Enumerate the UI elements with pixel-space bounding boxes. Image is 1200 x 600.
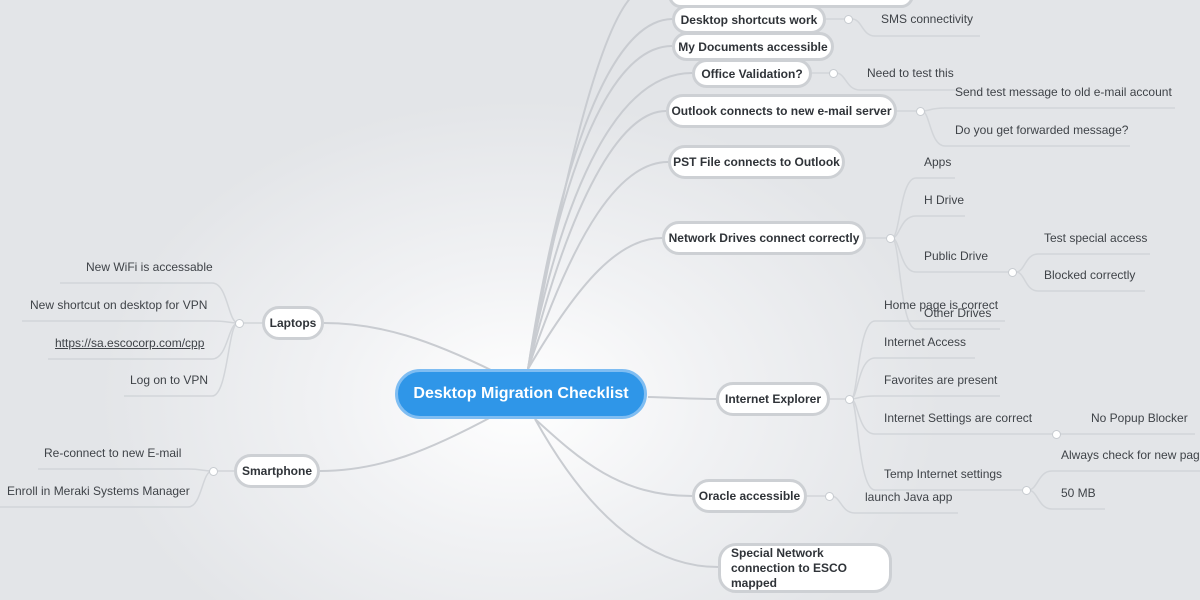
branch-pst-file[interactable]: PST File connects to Outlook [668, 145, 845, 179]
topic-internet-settings[interactable]: Internet Settings are correct [884, 411, 1033, 425]
topic-h-drive[interactable]: H Drive [924, 193, 965, 207]
branch-special-network[interactable]: Special Network connection to ESCO mappe… [718, 543, 892, 593]
collapse-handle[interactable] [886, 234, 895, 243]
topic-log-on-vpn[interactable]: Log on to VPN [130, 373, 209, 387]
branch-desktop-shortcuts[interactable]: Desktop shortcuts work [672, 5, 826, 34]
central-topic[interactable]: Desktop Migration Checklist [395, 369, 647, 419]
collapse-handle[interactable] [1022, 486, 1031, 495]
topic-meraki[interactable]: Enroll in Meraki Systems Manager [7, 484, 190, 498]
branch-smartphone[interactable]: Smartphone [234, 454, 320, 488]
topic-apps[interactable]: Apps [924, 155, 952, 169]
topic-always-check[interactable]: Always check for new page [1061, 448, 1200, 462]
collapse-handle[interactable] [916, 107, 925, 116]
topic-no-popup-blocker[interactable]: No Popup Blocker [1091, 411, 1188, 425]
topic-sa-link[interactable]: https://sa.escocorp.com/cpp [55, 336, 205, 350]
topic-50-mb[interactable]: 50 MB [1061, 486, 1096, 500]
collapse-handle[interactable] [845, 395, 854, 404]
collapse-handle[interactable] [1052, 430, 1061, 439]
topic-home-page[interactable]: Home page is correct [884, 298, 999, 312]
topic-public-drive[interactable]: Public Drive [924, 249, 989, 263]
branch-office-validation[interactable]: Office Validation? [692, 59, 812, 88]
topic-favorites[interactable]: Favorites are present [884, 373, 998, 387]
topic-forwarded-message[interactable]: Do you get forwarded message? [955, 123, 1129, 137]
branch-oracle[interactable]: Oracle accessible [692, 479, 807, 513]
branch-network-drives[interactable]: Network Drives connect correctly [662, 221, 866, 255]
topic-need-to-test[interactable]: Need to test this [867, 66, 954, 80]
collapse-handle[interactable] [844, 15, 853, 24]
topic-other-drives[interactable]: Other Drives [924, 306, 992, 320]
topic-vpn-shortcut[interactable]: New shortcut on desktop for VPN [30, 298, 208, 312]
topic-blocked-correctly[interactable]: Blocked correctly [1044, 268, 1136, 282]
topic-test-special-access[interactable]: Test special access [1044, 231, 1148, 245]
branch-my-documents[interactable]: My Documents accessible [672, 32, 834, 61]
topic-new-wifi[interactable]: New WiFi is accessable [86, 260, 213, 274]
topic-launch-java[interactable]: launch Java app [865, 490, 953, 504]
collapse-handle[interactable] [829, 69, 838, 78]
topic-reconnect-email[interactable]: Re-connect to new E-mail [44, 446, 182, 460]
collapse-handle[interactable] [1008, 268, 1017, 277]
topic-send-test-message[interactable]: Send test message to old e-mail account [955, 85, 1172, 99]
branch-laptops[interactable]: Laptops [262, 306, 324, 340]
branch-internet-explorer[interactable]: Internet Explorer [716, 382, 830, 416]
collapse-handle[interactable] [825, 492, 834, 501]
topic-temp-internet-settings[interactable]: Temp Internet settings [884, 467, 1003, 481]
topic-internet-access[interactable]: Internet Access [884, 335, 967, 349]
topic-sms-connectivity[interactable]: SMS connectivity [881, 12, 974, 26]
branch-outlook[interactable]: Outlook connects to new e-mail server [666, 94, 897, 128]
collapse-handle[interactable] [235, 319, 244, 328]
collapse-handle[interactable] [209, 467, 218, 476]
